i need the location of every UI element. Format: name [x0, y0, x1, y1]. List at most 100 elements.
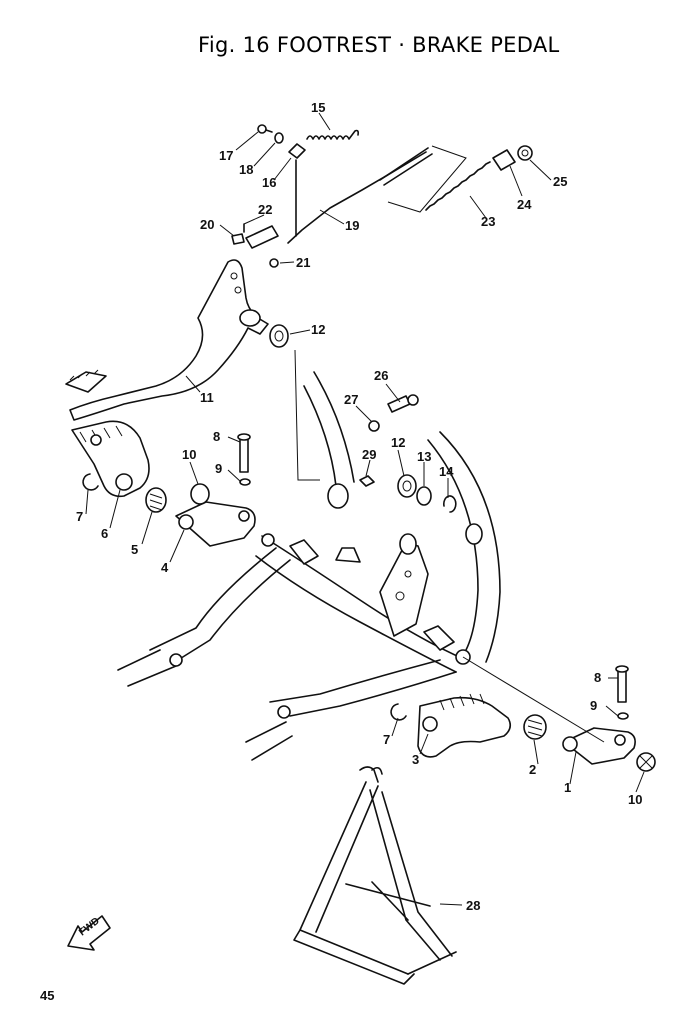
frame-downtube-right — [427, 431, 501, 663]
pedal-boss — [239, 309, 261, 327]
spring-2-coils — [527, 719, 543, 737]
nut-21 — [269, 258, 279, 268]
footrest-3 — [417, 696, 512, 758]
crosstube-collar-right — [423, 625, 455, 651]
callout-17: 17 — [219, 148, 233, 163]
frame-rail-stub-left — [117, 649, 177, 687]
figure-title: Fig. 16 FOOTREST · BRAKE PEDAL — [198, 33, 560, 57]
callout-16: 16 — [262, 175, 276, 190]
pedal-hole-b — [234, 286, 242, 294]
callout-23: 23 — [481, 214, 495, 229]
callout-21: 21 — [296, 255, 310, 270]
callout-18: 18 — [239, 162, 253, 177]
pedal-axis-guide — [294, 349, 320, 481]
collar-10-right-mark — [639, 755, 653, 769]
collar-10-left — [190, 483, 210, 505]
rod-clevis — [245, 225, 279, 249]
oil-seal-12 — [397, 474, 417, 498]
footrest-6-pivot — [115, 473, 133, 491]
frame-downtube-left — [303, 371, 355, 487]
frame-bracket-plate — [379, 544, 429, 637]
rail-end-left — [169, 653, 183, 667]
brake-pedal-11 — [69, 259, 269, 421]
callout-3: 3 — [412, 752, 419, 767]
circlip-14 — [443, 495, 457, 513]
frame-mount-boss — [465, 523, 483, 545]
bracket-1-pin — [562, 736, 578, 752]
callout-27: 27 — [344, 392, 358, 407]
callout-2: 2 — [529, 762, 536, 777]
callout-14: 14 — [439, 464, 454, 479]
crosstube-collar-left — [289, 539, 319, 565]
return-spring-15 — [306, 129, 359, 140]
rail-end-right — [277, 705, 291, 719]
callout-9-right: 9 — [590, 698, 597, 713]
adjusting-nut-25-hole — [521, 149, 529, 157]
bolt-26-head — [407, 394, 419, 406]
washer-9-right — [617, 712, 629, 720]
callout-24: 24 — [517, 197, 532, 212]
brake-pedal-tip-teeth — [69, 369, 99, 381]
brake-pedal-tip — [65, 371, 107, 393]
bolt-8-right-head — [615, 665, 629, 673]
stand-28-base — [293, 929, 457, 985]
callout-10-left: 10 — [182, 447, 196, 462]
callout-10-right: 10 — [628, 792, 642, 807]
callout-22: 22 — [258, 202, 272, 217]
callout-29: 29 — [362, 447, 376, 462]
bolt-8-left — [239, 437, 249, 473]
page-number: 45 — [40, 988, 54, 1003]
washer-18 — [274, 132, 284, 144]
washer-9-left — [239, 478, 251, 486]
callout-8-right: 8 — [594, 670, 601, 685]
bracket-4-hole — [238, 510, 250, 522]
adjusting-nut-25 — [517, 145, 533, 161]
pedal-hole-a — [230, 272, 238, 280]
callout-13: 13 — [417, 449, 431, 464]
frame-tab — [335, 547, 361, 563]
stand-28-hook — [359, 766, 383, 783]
callout-26: 26 — [374, 368, 388, 383]
adjuster-spring-23 — [425, 161, 491, 211]
pedal-pivot-boss — [327, 483, 349, 509]
nut-27 — [368, 420, 380, 432]
footrest-6-hole — [90, 434, 102, 446]
clip-7-left — [82, 473, 99, 491]
washer-13 — [416, 486, 432, 506]
callout-25: 25 — [553, 174, 567, 189]
callout-12-top: 12 — [311, 322, 325, 337]
frame-lower-rail-left — [149, 547, 291, 661]
callout-15: 15 — [311, 100, 325, 115]
pin-20 — [231, 233, 245, 245]
brake-rod-19-thread — [379, 147, 433, 186]
forward-arrow-icon: FWD — [67, 915, 111, 951]
callout-7-left: 7 — [76, 509, 83, 524]
clip-7-right — [390, 703, 407, 721]
frame-rail-stub-right — [245, 721, 293, 761]
bolt-26 — [387, 395, 411, 413]
leader-lines — [85, 112, 645, 906]
bracket-boss — [399, 533, 417, 555]
callout-28: 28 — [466, 898, 480, 913]
callout-7-right: 7 — [383, 732, 390, 747]
frame-crosstube-bottom — [255, 555, 457, 673]
bolt-17-shank — [265, 129, 273, 133]
callout-1: 1 — [564, 780, 571, 795]
bolt-8-right — [617, 669, 627, 703]
bolt-17 — [257, 124, 267, 134]
footrest-3-teeth — [439, 693, 485, 711]
oil-seal-12-inner — [402, 480, 412, 492]
bolt-8-left-head — [237, 433, 251, 441]
callout-6: 6 — [101, 526, 108, 541]
spring-clip-16 — [288, 143, 306, 159]
bracket-hole-b — [404, 570, 412, 578]
callout-12-mid: 12 — [391, 435, 405, 450]
rod-joint-24 — [492, 149, 516, 171]
callout-11: 11 — [200, 390, 214, 405]
callout-labels: 15 17 18 16 25 24 23 19 22 20 21 12 11 2… — [76, 100, 642, 913]
callout-5: 5 — [131, 542, 138, 557]
frame-lower-rail-right — [269, 659, 457, 717]
bracket-1-hole — [614, 734, 626, 746]
callout-19: 19 — [345, 218, 359, 233]
